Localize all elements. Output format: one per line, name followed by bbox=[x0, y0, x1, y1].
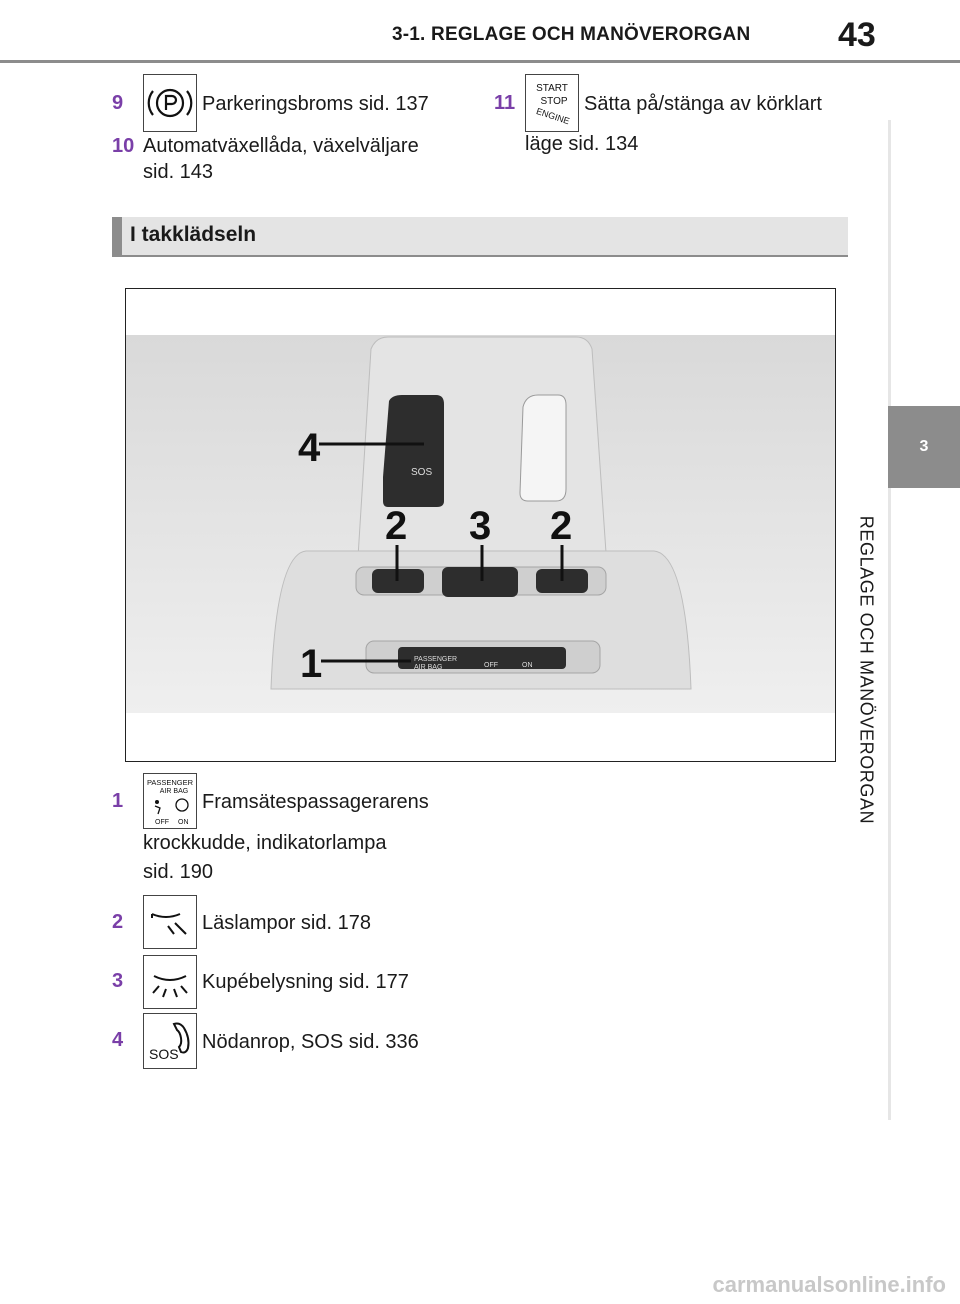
item-text: Sätta på/stänga av körklart bbox=[584, 93, 822, 115]
panel-text: OFF bbox=[484, 662, 498, 669]
icon-label: STOP bbox=[540, 96, 567, 107]
callout-3: 3 bbox=[469, 504, 491, 548]
item-text: krockkudde, indikatorlampa bbox=[143, 832, 387, 854]
panel-text: PASSENGER bbox=[414, 656, 457, 663]
item-number: 11 bbox=[494, 92, 516, 114]
item-text: sid. 143 bbox=[143, 161, 214, 183]
item-number: 9 bbox=[112, 92, 124, 114]
icon-label: PASSENGER bbox=[147, 778, 194, 787]
reading-lamp-icon bbox=[143, 895, 197, 949]
callout-4: 4 bbox=[298, 426, 321, 470]
panel-text: AIR BAG bbox=[414, 664, 442, 671]
icon-label: SOS bbox=[149, 1046, 179, 1062]
item-number: 10 bbox=[112, 135, 135, 157]
item-number: 3 bbox=[112, 970, 124, 992]
sos-label: SOS bbox=[411, 467, 432, 478]
icon-label: ENGINE bbox=[535, 106, 571, 126]
item-text: Läslampor sid. 178 bbox=[202, 912, 371, 934]
icon-label: START bbox=[536, 83, 568, 94]
header-divider bbox=[0, 60, 960, 63]
item-text: Framsätespassagerarens bbox=[202, 791, 429, 813]
icon-label: ON bbox=[178, 819, 189, 826]
item-text: Kupébelysning sid. 177 bbox=[202, 971, 409, 993]
item-number: 2 bbox=[112, 911, 124, 933]
callout-2-left: 2 bbox=[385, 504, 407, 548]
chapter-tab: 3 bbox=[888, 406, 960, 488]
item-number: 4 bbox=[112, 1029, 124, 1051]
watermark-text: carmanualsonline.info bbox=[712, 1272, 947, 1297]
parking-brake-icon bbox=[143, 74, 197, 132]
start-stop-engine-icon: START STOP ENGINE bbox=[525, 74, 579, 132]
passenger-airbag-icon: PASSENGER AIR BAG OFF ON bbox=[143, 773, 197, 829]
page-number: 43 bbox=[838, 16, 876, 54]
section-header-title: 3-1. REGLAGE OCH MANÖVERORGAN bbox=[392, 24, 751, 45]
chapter-number: 3 bbox=[919, 438, 929, 455]
item-number: 1 bbox=[112, 790, 124, 812]
section-heading: I takklädseln bbox=[112, 217, 848, 257]
item-text: Parkeringsbroms sid. 137 bbox=[202, 93, 429, 115]
item-text: Automatväxellåda, växelväljare bbox=[143, 135, 419, 157]
icon-label: OFF bbox=[155, 819, 169, 826]
side-divider bbox=[888, 120, 891, 1120]
panel-text: ON bbox=[522, 662, 533, 669]
item-text: sid. 190 bbox=[143, 861, 214, 883]
section-title: I takklädseln bbox=[130, 223, 257, 246]
interior-light-icon bbox=[143, 955, 197, 1009]
sos-call-icon: SOS bbox=[143, 1013, 197, 1069]
chapter-label: REGLAGE OCH MANÖVERORGAN bbox=[856, 515, 877, 825]
callout-1: 1 bbox=[300, 642, 322, 686]
overhead-console-figure: SOS PASSENGER AIR BAG OFF ON 4 2 3 2 1 bbox=[125, 288, 836, 762]
overhead-console-illustration: SOS PASSENGER AIR BAG OFF ON 4 2 3 2 1 bbox=[126, 335, 835, 713]
item-text: läge sid. 134 bbox=[525, 133, 639, 155]
callout-2-right: 2 bbox=[550, 504, 572, 548]
item-text: Nödanrop, SOS sid. 336 bbox=[202, 1031, 419, 1053]
icon-label: AIR BAG bbox=[160, 788, 188, 795]
